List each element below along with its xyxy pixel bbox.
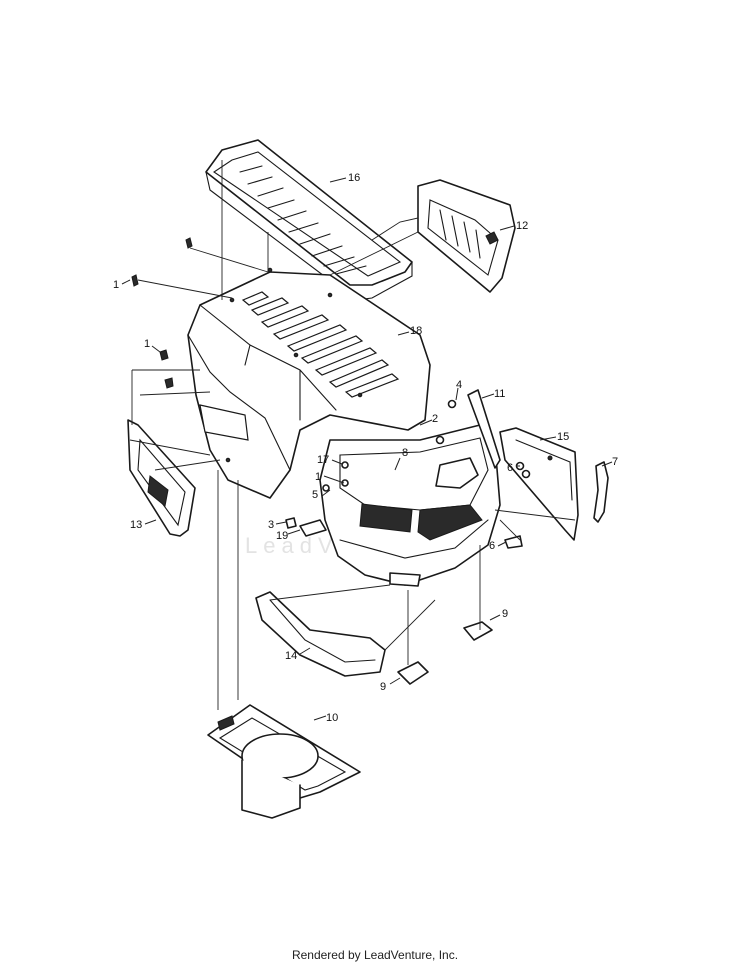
callout-6: 6 bbox=[489, 540, 495, 552]
callout-15: 15 bbox=[557, 431, 569, 443]
callout-1: 1 bbox=[315, 471, 321, 483]
part-13-side-panel bbox=[127, 419, 196, 537]
fasteners bbox=[131, 237, 531, 685]
part-12-side-panel bbox=[417, 179, 516, 293]
callout-3: 3 bbox=[268, 519, 274, 531]
callout-19: 19 bbox=[276, 530, 288, 542]
callout-9: 9 bbox=[502, 608, 508, 620]
callout-6: 6 bbox=[507, 462, 513, 474]
part-10-tray bbox=[207, 704, 361, 819]
part-15-side-trim bbox=[499, 427, 579, 541]
callout-16: 16 bbox=[348, 172, 360, 184]
callout-14: 14 bbox=[285, 650, 297, 662]
footer-credit: Rendered by LeadVenture, Inc. bbox=[291, 948, 459, 962]
callout-9: 9 bbox=[380, 681, 386, 693]
callout-17: 17 bbox=[317, 454, 329, 466]
callout-10: 10 bbox=[326, 712, 338, 724]
callout-4: 4 bbox=[456, 379, 462, 391]
callout-8: 8 bbox=[402, 447, 408, 459]
callout-7: 7 bbox=[612, 456, 618, 468]
part-16-hood-grille bbox=[205, 139, 413, 301]
callout-13: 13 bbox=[130, 519, 142, 531]
part-18-hood bbox=[187, 267, 431, 499]
part-11-bumper-trim bbox=[467, 389, 501, 469]
callout-2: 2 bbox=[432, 413, 438, 425]
part-14-front-skirt bbox=[255, 591, 386, 677]
part-7-lens bbox=[593, 461, 609, 523]
callout-1: 1 bbox=[113, 279, 119, 291]
callouts: 16 12 1 18 1 4 11 2 15 17 8 6 7 1 5 13 3 bbox=[113, 172, 618, 724]
callout-11: 11 bbox=[494, 388, 505, 400]
callout-1: 1 bbox=[144, 338, 150, 350]
callout-5: 5 bbox=[312, 489, 318, 501]
part-8-front-grille bbox=[319, 424, 501, 587]
callout-12: 12 bbox=[516, 220, 528, 232]
parts-diagram: LeadVenture bbox=[113, 139, 618, 819]
assembly-lines bbox=[129, 160, 576, 710]
callout-18: 18 bbox=[410, 325, 422, 337]
